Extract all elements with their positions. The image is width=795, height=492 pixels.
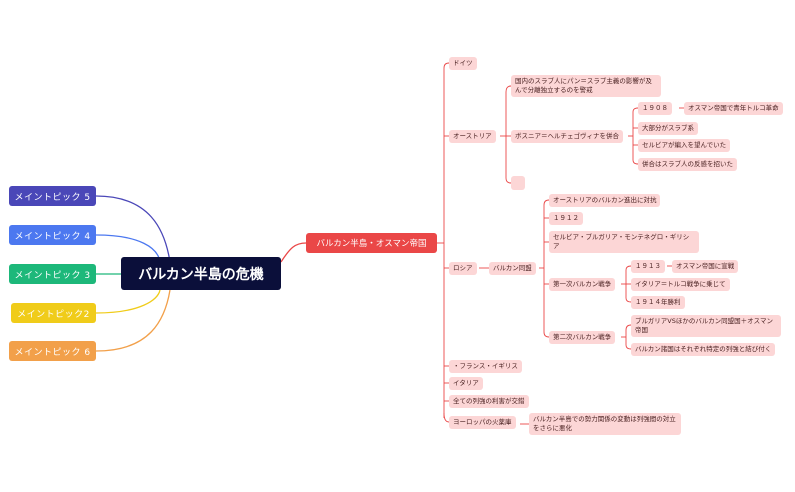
main-topic-6[interactable]: メイントピック 6 <box>9 341 96 361</box>
node-powder-keg[interactable]: ヨーロッパの火薬庫 <box>449 416 516 429</box>
node-war-1[interactable]: 第一次バルカン戦争 <box>549 278 616 291</box>
node-germany[interactable]: ドイツ <box>449 57 477 70</box>
node-1908[interactable]: １９０８ <box>638 102 672 115</box>
node-balkan-league[interactable]: バルカン同盟 <box>489 262 536 275</box>
connector-root-branch <box>280 242 307 263</box>
main-topic-4[interactable]: メイントピック 4 <box>9 225 96 245</box>
connector-topic-2 <box>95 289 161 314</box>
branch-balkan-ottoman[interactable]: バルカン半島・オスマン帝国 <box>306 233 437 253</box>
node-austria-slav[interactable]: 国内のスラブ人にパン＝スラブ主義の影響が及んで分離独立するのを警戒 <box>511 75 661 97</box>
main-topic-3[interactable]: メイントピック 3 <box>9 264 96 284</box>
branch-connectors <box>437 62 684 425</box>
node-slav-majority[interactable]: 大部分がスラブ系 <box>638 122 698 135</box>
main-topic-5[interactable]: メイントピック 5 <box>9 186 96 206</box>
root-topic[interactable]: バルカン半島の危機 <box>121 257 281 290</box>
node-bosnia[interactable]: ボスニア＝ヘルチェゴヴィナを併合 <box>511 130 623 143</box>
node-war-2[interactable]: 第二次バルカン戦争 <box>549 331 616 344</box>
node-russia[interactable]: ロシア <box>449 262 477 275</box>
node-italy-turkey[interactable]: イタリア＝トルコ戦争に乗じて <box>631 278 730 291</box>
connector-topic-5 <box>95 195 171 263</box>
node-1913[interactable]: １９１３ <box>631 260 665 273</box>
main-topic-2[interactable]: メイントピック2 <box>11 303 96 323</box>
connector-topic-6 <box>95 289 171 352</box>
node-france-uk[interactable]: ・フランス・イギリス <box>449 360 522 373</box>
node-1914[interactable]: １９１４年勝利 <box>631 296 685 309</box>
node-annex-backlash[interactable]: 併合はスラブ人の反感を招いた <box>638 158 737 171</box>
node-interests[interactable]: 全ての列強の利害が交錯 <box>449 395 529 408</box>
node-italy[interactable]: イタリア <box>449 377 483 390</box>
node-bulgaria-vs[interactable]: ブルガリアVSほかのバルカン同盟国＋オスマン帝国 <box>631 315 781 337</box>
node-young-turks[interactable]: オスマン帝国で青年トルコ革命 <box>684 102 783 115</box>
node-serbia-wants[interactable]: セルビアが編入を望んでいた <box>638 139 731 152</box>
node-balkan-powers[interactable]: バルカン諸国はそれぞれ特定の列強と結び付く <box>631 343 776 356</box>
node-empty[interactable] <box>511 176 525 190</box>
node-members[interactable]: セルビア・ブルガリア・モンテネグロ・ギリシア <box>549 231 699 253</box>
node-powder-keg-desc[interactable]: バルカン半島での勢力関係の変動は列強間の対立をさらに悪化 <box>529 413 681 435</box>
node-austria[interactable]: オーストリア <box>449 130 496 143</box>
node-declare-war[interactable]: オスマン帝国に宣戦 <box>672 260 739 273</box>
node-oppose-austria[interactable]: オーストリアのバルカン進出に対抗 <box>549 194 661 207</box>
node-1912[interactable]: １９１２ <box>549 212 583 225</box>
